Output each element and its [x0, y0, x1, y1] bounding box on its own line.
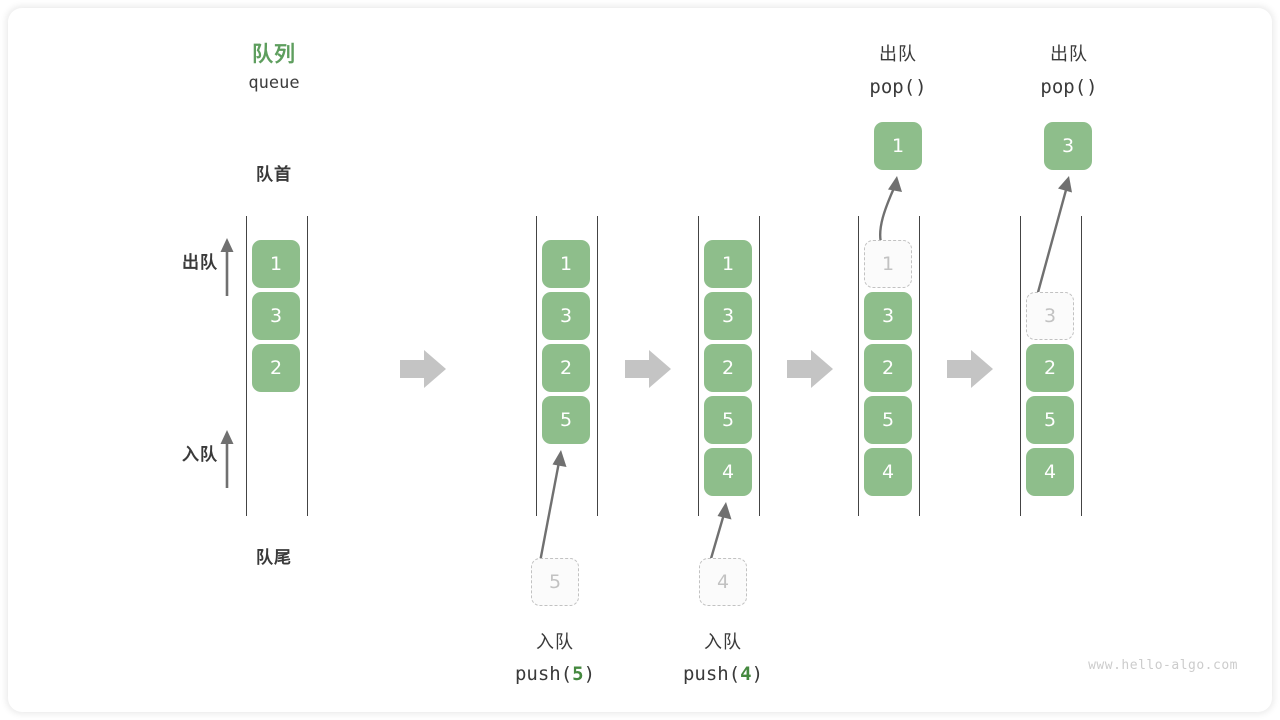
queue-cell: 2 [864, 344, 912, 392]
queue-rail-right-3 [759, 216, 760, 516]
push-4-arrow-icon [708, 502, 732, 563]
pop-3-arrow-icon [1035, 176, 1072, 297]
queue-rail-left-2 [536, 216, 537, 516]
step-arrow-icon [625, 350, 671, 388]
step-arrow-icon [947, 350, 993, 388]
queue-cell: 1 [704, 240, 752, 288]
pop-1-op-code: pop() [869, 76, 927, 98]
queue-cell: 3 [864, 292, 912, 340]
enqueue-arrow-icon [220, 430, 234, 488]
queue-cell-new: 5 [542, 396, 590, 444]
watermark: www.hello-algo.com [1088, 658, 1238, 673]
pop-3-op-label: 出队 [1050, 44, 1088, 65]
pop-3-result-cell: 3 [1044, 122, 1092, 170]
queue-cell: 3 [704, 292, 752, 340]
queue-cell: 4 [1026, 448, 1074, 496]
queue-title-en: queue [248, 73, 300, 93]
queue-cell: 2 [542, 344, 590, 392]
queue-cell: 5 [704, 396, 752, 444]
push-4-op-code: push(4) [653, 663, 793, 685]
queue-rail-left-1 [246, 216, 247, 516]
queue-cell: 2 [1026, 344, 1074, 392]
queue-rail-left-5 [1020, 216, 1021, 516]
step-arrow-icon [400, 350, 446, 388]
queue-cell: 5 [864, 396, 912, 444]
diagram-canvas: 队列 queue 队首 队尾 出队 入队 1 3 2 1 3 2 5 5 入队 … [8, 8, 1272, 712]
dequeue-arrow-icon [220, 238, 234, 296]
push-4-op-label: 入队 [704, 632, 742, 653]
queue-rail-right-2 [597, 216, 598, 516]
push-5-op-code: push(5) [485, 663, 625, 685]
pop-3-op-code: pop() [1040, 76, 1098, 98]
pop-1-arrow-icon [879, 176, 902, 247]
queue-cell: 3 [542, 292, 590, 340]
push-5-code-suffix: ) [583, 663, 596, 685]
queue-cell: 5 [1026, 396, 1074, 444]
queue-cell-removed: 1 [864, 240, 912, 288]
push-5-code-prefix: push( [514, 663, 573, 685]
pop-1-result-cell: 1 [874, 122, 922, 170]
queue-cell: 3 [252, 292, 300, 340]
push-4-ghost-cell: 4 [699, 558, 747, 606]
queue-cell: 2 [704, 344, 752, 392]
push-4-code-prefix: push( [682, 663, 741, 685]
push-5-op-label: 入队 [536, 632, 574, 653]
push-4-code-arg: 4 [740, 663, 752, 685]
dequeue-label: 出队 [182, 253, 218, 273]
tail-label: 队尾 [256, 548, 292, 568]
queue-rail-right-1 [307, 216, 308, 516]
queue-rail-left-4 [858, 216, 859, 516]
push-5-arrow-icon [538, 450, 567, 563]
step-arrow-icon [787, 350, 833, 388]
enqueue-label: 入队 [182, 445, 218, 465]
queue-cell: 4 [864, 448, 912, 496]
push-5-ghost-cell: 5 [531, 558, 579, 606]
head-label: 队首 [256, 165, 292, 185]
queue-title-cn: 队列 [252, 42, 296, 66]
push-5-code-arg: 5 [572, 663, 584, 685]
pop-1-op-label: 出队 [879, 44, 917, 65]
queue-cell-new: 4 [704, 448, 752, 496]
push-4-code-suffix: ) [751, 663, 764, 685]
queue-cell-removed: 3 [1026, 292, 1074, 340]
queue-cell: 2 [252, 344, 300, 392]
queue-rail-right-4 [919, 216, 920, 516]
queue-cell: 1 [542, 240, 590, 288]
queue-rail-left-3 [698, 216, 699, 516]
queue-cell: 1 [252, 240, 300, 288]
queue-rail-right-5 [1081, 216, 1082, 516]
